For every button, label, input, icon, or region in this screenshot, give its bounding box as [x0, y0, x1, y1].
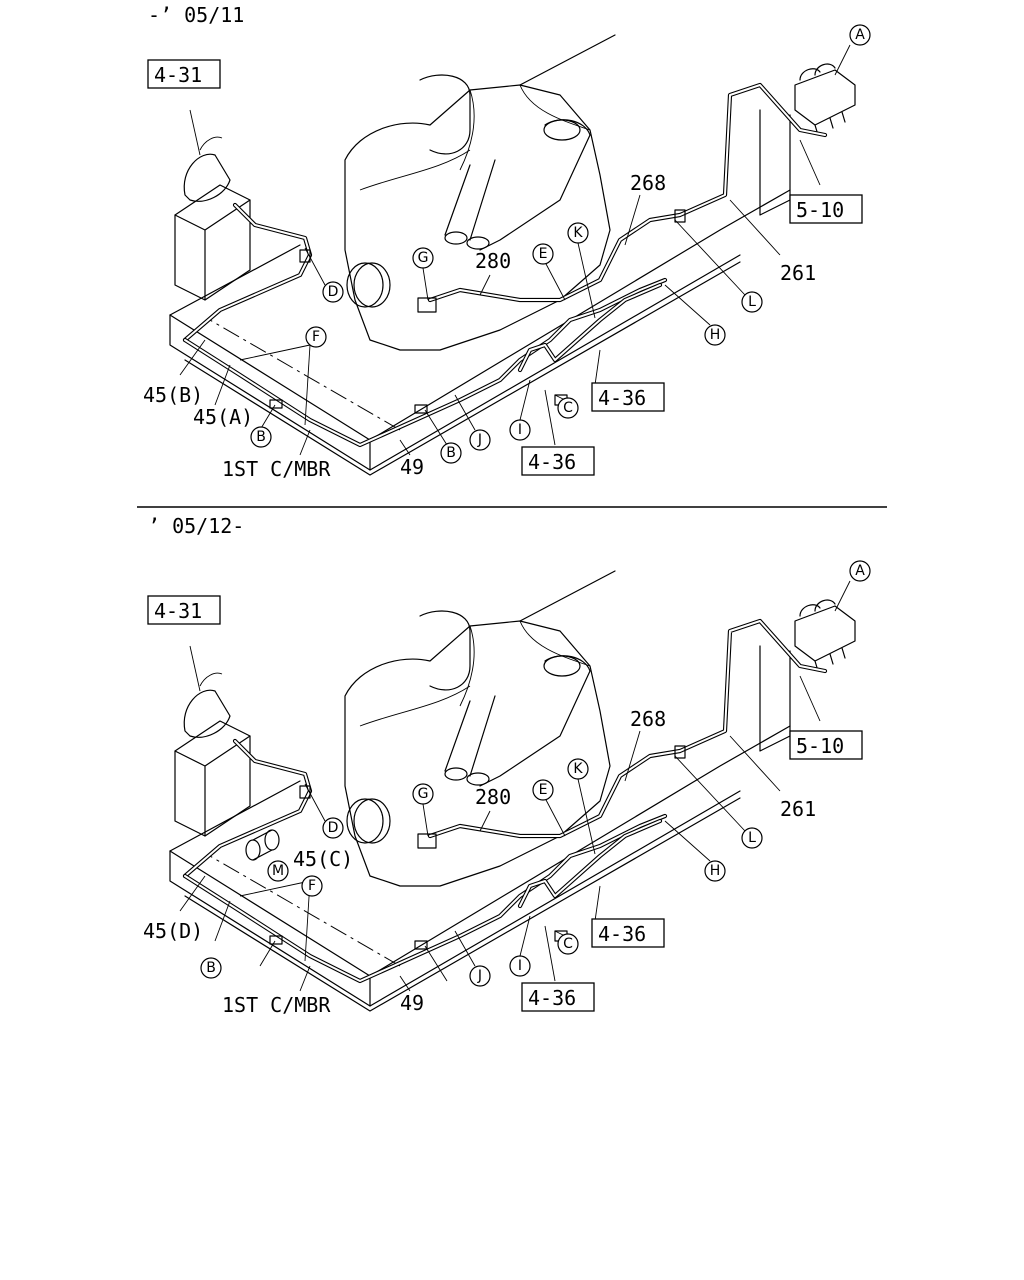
panel-1-ref-5-10: 5-10 — [796, 198, 844, 222]
panel-2-callout-d: D — [328, 820, 339, 836]
panel-1-callout-f: F — [312, 329, 320, 345]
panel-1-callout-h: H — [710, 327, 721, 343]
panel-1-callout-c: C — [563, 400, 573, 416]
panel-1-part-268: 268 — [630, 171, 666, 195]
panel-2-callout-f: F — [308, 878, 316, 894]
panel-2-callout-l: L — [748, 830, 756, 846]
panel-1-callout-i: I — [518, 422, 522, 438]
panel-2-ref-4-36-lower: 4-36 — [528, 986, 576, 1010]
panel-2-callout-c: C — [563, 936, 573, 952]
panel-1-callout-d: D — [328, 284, 339, 300]
panel-1-part-45b: 45(B) — [143, 383, 203, 407]
panel-2-ref-4-31: 4-31 — [154, 599, 202, 623]
panel-1-callout-b-right: B — [446, 445, 456, 461]
panel-1-ref-4-31: 4-31 — [154, 63, 202, 87]
panel-1-callout-a: A — [855, 27, 865, 43]
panel-1-date-label: -’ 05/11 — [148, 3, 244, 27]
panel-2-callout-h: H — [710, 863, 721, 879]
panel-1-ref-4-36-upper: 4-36 — [598, 386, 646, 410]
panel-1-callout-g: G — [418, 250, 429, 266]
panel-2-callout-b: B — [206, 960, 216, 976]
panel-1-ref-4-36-lower: 4-36 — [528, 450, 576, 474]
panel-2-callout-i: I — [518, 958, 522, 974]
panel-1-callout-e: E — [539, 246, 548, 262]
panel-2-callout-g: G — [418, 786, 429, 802]
panel-2-date-label: ’ 05/12- — [148, 514, 244, 538]
panel-2-ref-4-36-upper: 4-36 — [598, 922, 646, 946]
panel-2-callout-j: J — [477, 968, 482, 984]
panel-2-part-261: 261 — [780, 797, 816, 821]
panel-2-ref-5-10: 5-10 — [796, 734, 844, 758]
panel-1-part-49: 49 — [400, 455, 424, 479]
panel-1-callout-k: K — [573, 225, 583, 241]
panel-2-part-45c: 45(C) — [293, 847, 353, 871]
panel-1-callout-j: J — [477, 432, 482, 448]
panel-2: ’ 05/12- 4-31 5-10 4-36 4-36 268 280 261… — [143, 514, 871, 1017]
panel-2-callout-e: E — [539, 782, 548, 798]
panel-2-callout-k: K — [573, 761, 583, 777]
panel-2-member-label: 1ST C/MBR — [222, 993, 331, 1017]
panel-1-part-261: 261 — [780, 261, 816, 285]
panel-2-part-280: 280 — [475, 785, 511, 809]
panel-2-callouts: A D G E K M F L H C I J B — [200, 560, 871, 987]
panel-1-callouts: A D G E K F L H C I J B B — [250, 24, 871, 464]
panel-2-callout-m: M — [272, 863, 284, 879]
panel-1-callout-l: L — [748, 294, 756, 310]
panel-1: -’ 05/11 4-31 5-10 4-36 4-36 268 280 261… — [143, 3, 871, 481]
panel-2-part-45d: 45(D) — [143, 919, 203, 943]
panel-2-callout-a: A — [855, 563, 865, 579]
panel-1-callout-b-left: B — [256, 429, 266, 445]
panel-1-part-45a: 45(A) — [193, 405, 253, 429]
panel-1-part-280: 280 — [475, 249, 511, 273]
panel-2-part-268: 268 — [630, 707, 666, 731]
panel-1-member-label: 1ST C/MBR — [222, 457, 331, 481]
panel-2-part-49: 49 — [400, 991, 424, 1015]
